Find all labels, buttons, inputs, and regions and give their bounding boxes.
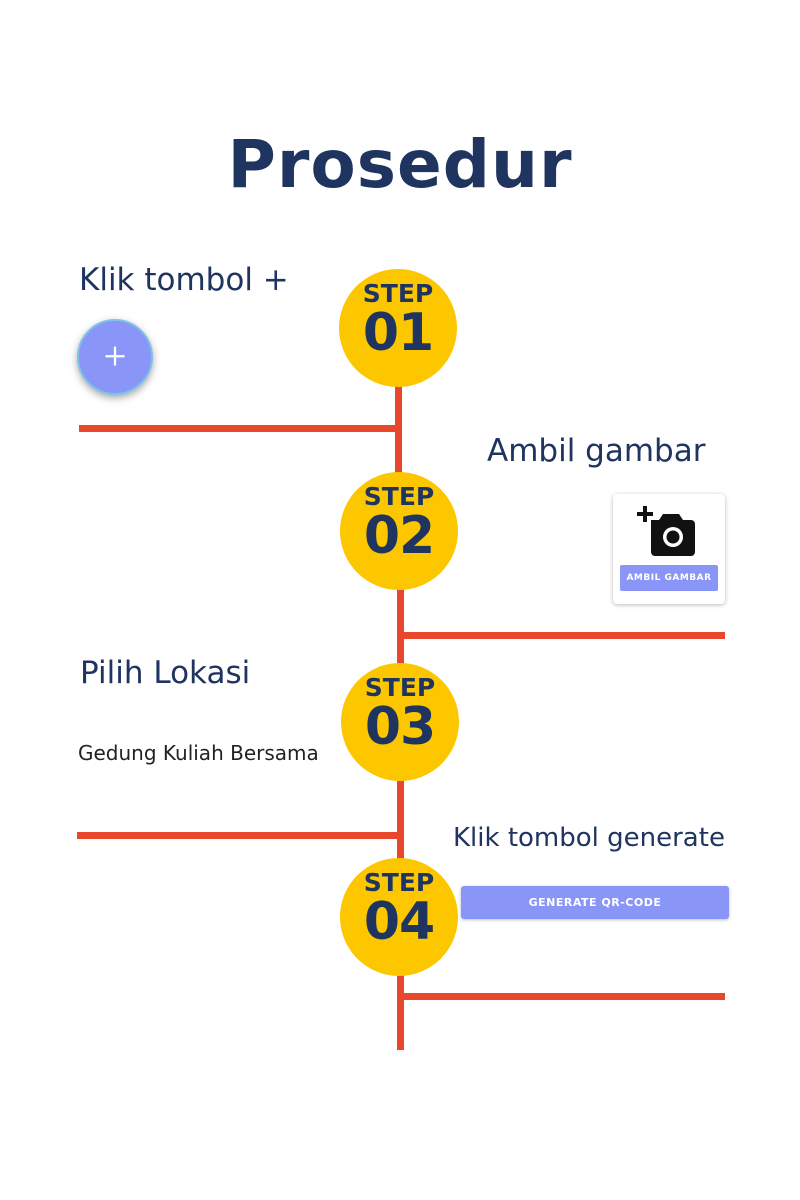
page-title: Prosedur xyxy=(227,126,573,203)
take-photo-button[interactable]: AMBIL GAMBAR xyxy=(620,565,718,591)
step-label: STEP xyxy=(363,868,435,897)
step-3-badge: STEP 03 xyxy=(341,663,459,781)
step-2-badge: STEP 02 xyxy=(340,472,458,590)
step-number: 02 xyxy=(363,506,435,566)
timeline-vertical-line xyxy=(397,960,404,1050)
step-4-heading: Klik tombol generate xyxy=(453,823,725,853)
step-number: 04 xyxy=(363,892,435,952)
timeline-vertical-line xyxy=(397,580,404,670)
add-fab-button[interactable] xyxy=(77,319,153,395)
plus-icon xyxy=(105,346,125,366)
step-3-heading: Pilih Lokasi xyxy=(80,655,251,691)
step-1-badge: STEP 01 xyxy=(339,269,457,387)
step-label: STEP xyxy=(362,279,434,308)
step-number: 03 xyxy=(364,697,436,757)
step-number: 01 xyxy=(362,303,434,363)
timeline-branch-line xyxy=(79,425,400,432)
timeline-vertical-line xyxy=(397,770,404,870)
take-photo-card: AMBIL GAMBAR xyxy=(613,494,725,604)
generate-qr-button[interactable]: GENERATE QR-CODE xyxy=(461,886,729,919)
add-a-photo-icon[interactable] xyxy=(637,502,701,558)
timeline-branch-line xyxy=(400,632,725,639)
step-1-heading: Klik tombol + xyxy=(79,262,289,298)
step-2-heading: Ambil gambar xyxy=(487,433,706,469)
step-4-badge: STEP 04 xyxy=(340,858,458,976)
step-label: STEP xyxy=(364,673,436,702)
timeline-vertical-line xyxy=(395,365,402,475)
timeline-branch-line xyxy=(400,993,725,1000)
timeline-branch-line xyxy=(77,832,400,839)
step-label: STEP xyxy=(363,482,435,511)
location-field[interactable]: Gedung Kuliah Bersama xyxy=(78,741,319,765)
